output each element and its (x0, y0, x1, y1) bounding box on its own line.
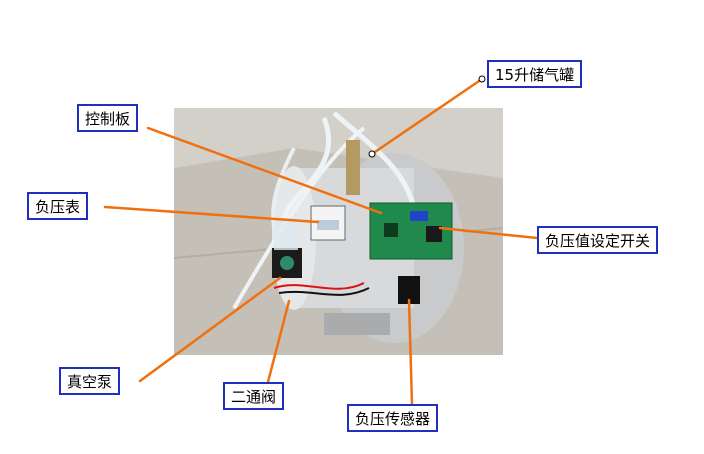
apparatus-photo (174, 108, 503, 355)
leader-line-control-board (146, 126, 383, 215)
apparatus-illustration (174, 108, 503, 355)
leader-line-gauge (103, 205, 320, 224)
leader-line-setting-switch (438, 226, 539, 240)
valve-fitting (346, 140, 360, 195)
wire-black (278, 287, 370, 296)
leader-line-vacuum-pump (138, 276, 282, 383)
pressure-sensor (398, 276, 420, 304)
label-tank: 15升储气罐 (487, 60, 583, 88)
label-sensor: 负压传感器 (347, 404, 439, 432)
tube (332, 111, 417, 209)
tube (281, 117, 332, 219)
label-gauge: 负压表 (27, 192, 89, 220)
filter (274, 218, 298, 250)
label-control-board: 控制板 (77, 104, 139, 132)
leader-dot-tank-label (478, 75, 486, 83)
label-setting-switch: 负压值设定开关 (537, 226, 659, 254)
leader-line-tank (370, 77, 484, 156)
tube (232, 126, 366, 310)
label-valve: 二通阀 (223, 382, 285, 410)
stand (324, 313, 390, 335)
wire-red (273, 282, 365, 290)
pump-fan (280, 256, 294, 270)
leader-line-valve (266, 299, 291, 384)
leader-dot-tank (368, 150, 376, 158)
leader-line-sensor (407, 298, 414, 406)
pcb-chip (384, 223, 398, 237)
setting-switch-blue (410, 211, 428, 221)
gauge-display (317, 220, 339, 230)
label-vacuum-pump: 真空泵 (59, 367, 121, 395)
setting-switch-black (426, 226, 442, 242)
